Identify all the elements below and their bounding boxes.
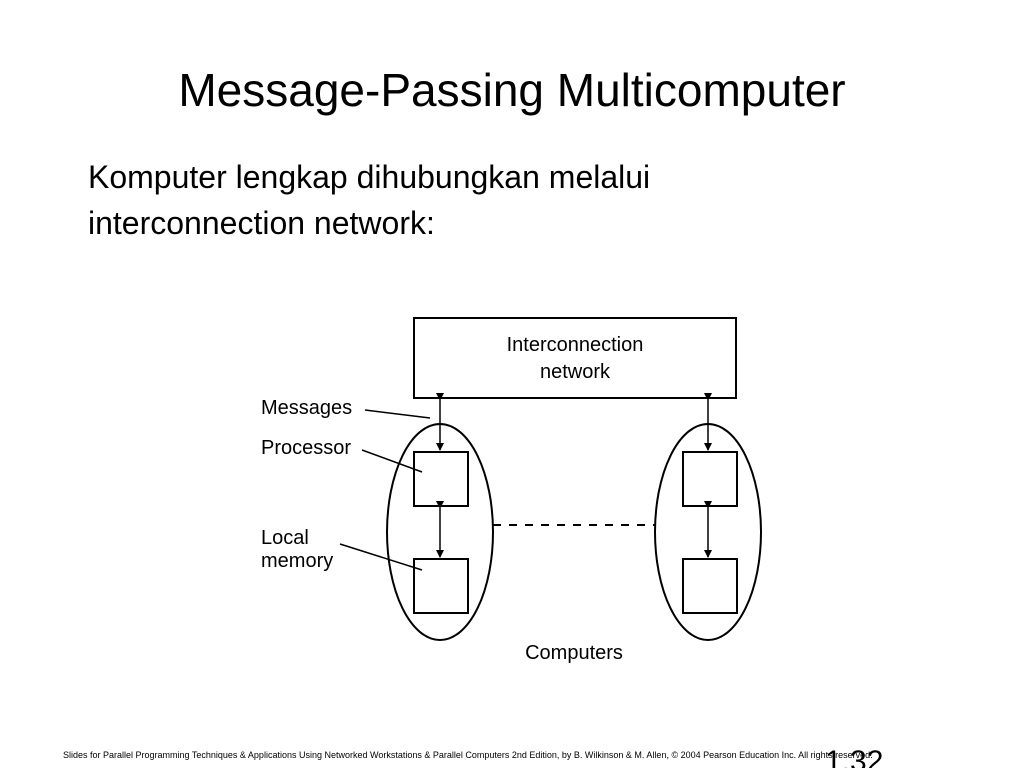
local-memory-label-line-2: memory xyxy=(261,550,333,572)
messages-leader-line xyxy=(364,409,431,419)
body-line-1: Komputer lengkap dihubungkan melalui xyxy=(88,159,651,195)
slide-number: 1.32 xyxy=(825,745,884,768)
interconnection-network-box xyxy=(413,317,737,399)
computers-label: Computers xyxy=(525,642,623,664)
network-box-label-line-2: network xyxy=(540,361,611,383)
processor-label: Processor xyxy=(261,437,351,459)
local-memory-leader-line xyxy=(339,543,423,571)
memory-box-right xyxy=(682,558,738,614)
memory-box-left xyxy=(413,558,469,614)
processor-box-left xyxy=(413,451,469,507)
local-memory-label-line-1: Local xyxy=(261,527,309,549)
messages-label: Messages xyxy=(261,397,352,419)
body-line-2: interconnection network: xyxy=(88,205,435,241)
slide-body-text: Komputer lengkap dihubungkan melalui int… xyxy=(88,154,948,246)
slide-footer: Slides for Parallel Programming Techniqu… xyxy=(63,750,873,760)
processor-leader-line xyxy=(361,449,423,473)
slide-title: Message-Passing Multicomputer xyxy=(178,64,846,116)
network-box-label-line-1: Interconnection xyxy=(507,334,644,356)
processor-box-right xyxy=(682,451,738,507)
